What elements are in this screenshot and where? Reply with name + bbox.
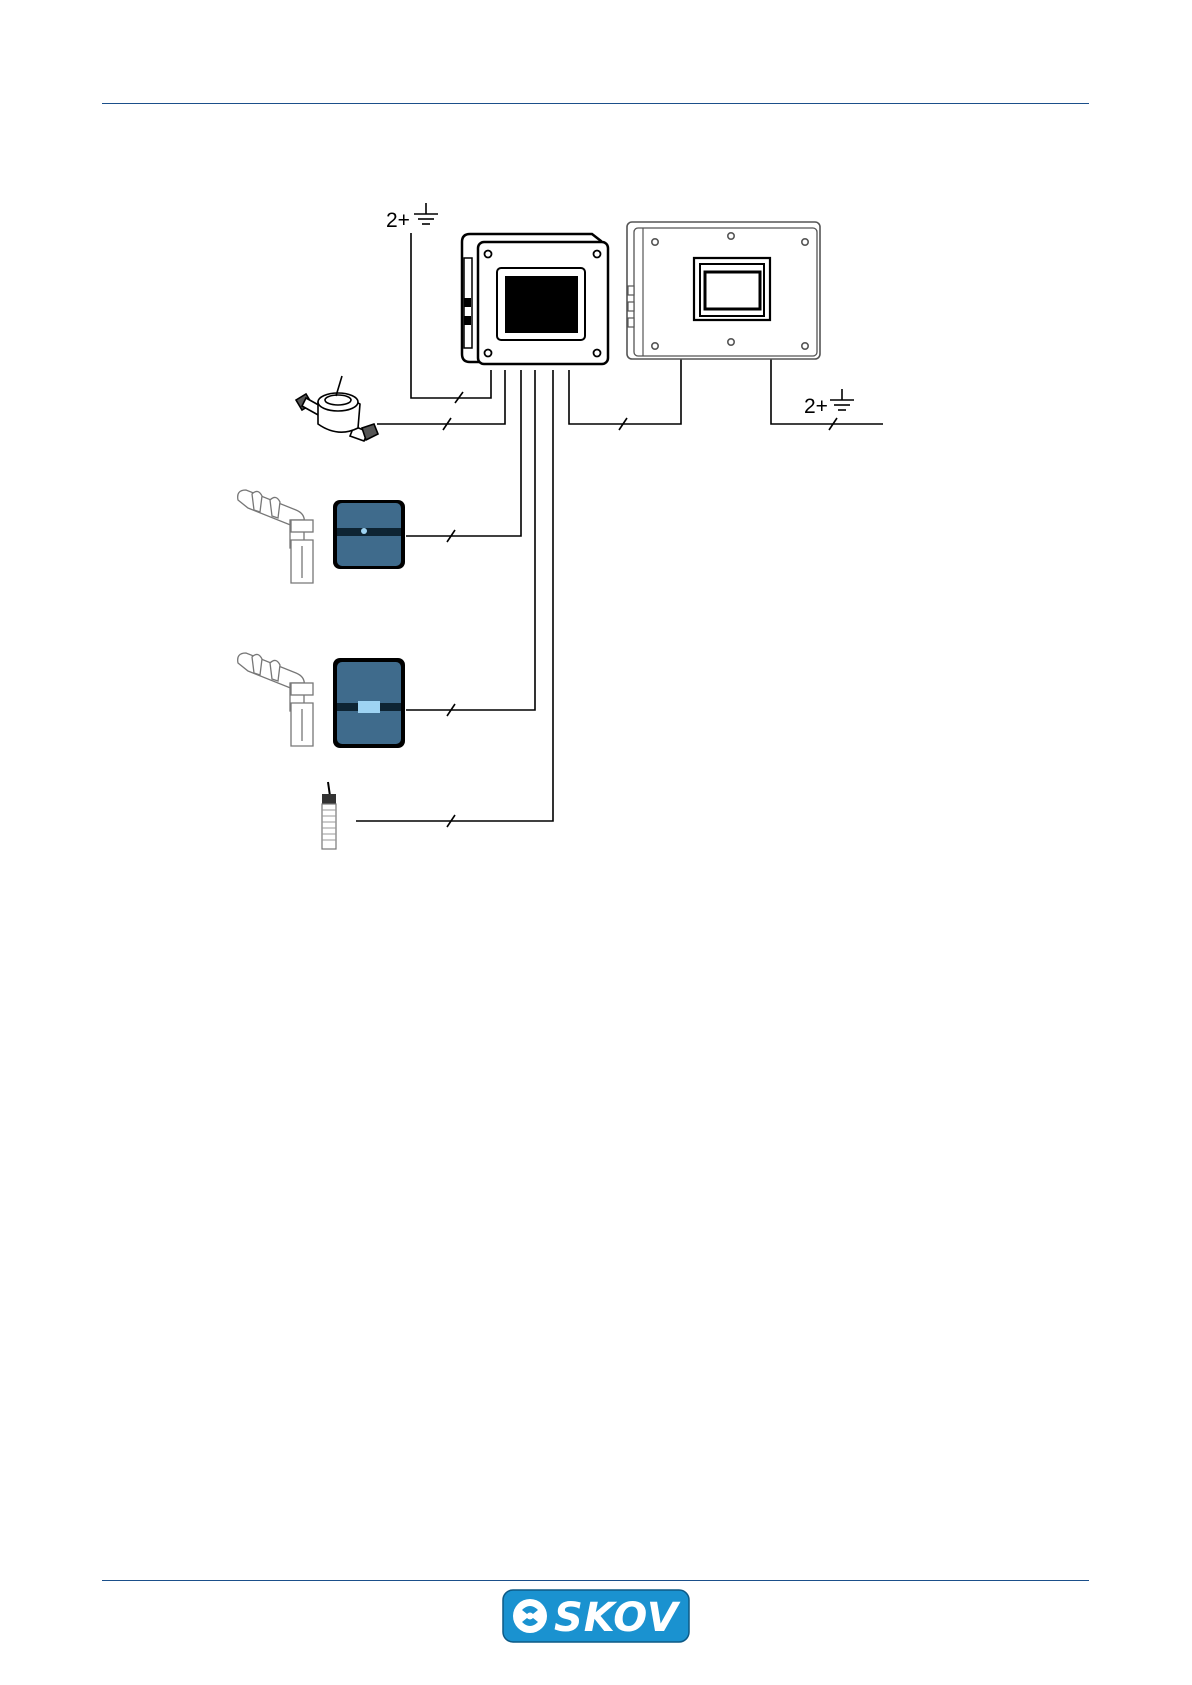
extension-box-icon: [627, 222, 820, 359]
silo-sensor-icon: [238, 490, 405, 583]
silo-sensor-icon: [238, 653, 405, 748]
logo-text: SKOV: [554, 1595, 681, 1641]
wire-sensor-2: [406, 370, 535, 710]
power-label: 2+: [804, 395, 828, 418]
wire-controller-extension: [569, 357, 681, 424]
logo-mark-icon: [513, 1599, 547, 1633]
wire-water-meter: [377, 370, 505, 424]
ground-icon: [830, 389, 854, 410]
probe-sensor-icon: [322, 782, 336, 849]
skov-logo: SKOV: [502, 1589, 690, 1643]
footer-rule: [102, 1580, 1089, 1581]
power-supply-extension: 2+: [804, 389, 854, 418]
ground-icon: [414, 203, 438, 224]
water-meter-icon: [296, 376, 378, 441]
wire-sensor-1: [406, 370, 521, 536]
power-supply-main: 2+: [386, 203, 438, 232]
controller-box-icon: [462, 234, 608, 364]
power-label: 2+: [386, 209, 410, 232]
wire-probe: [356, 370, 553, 821]
